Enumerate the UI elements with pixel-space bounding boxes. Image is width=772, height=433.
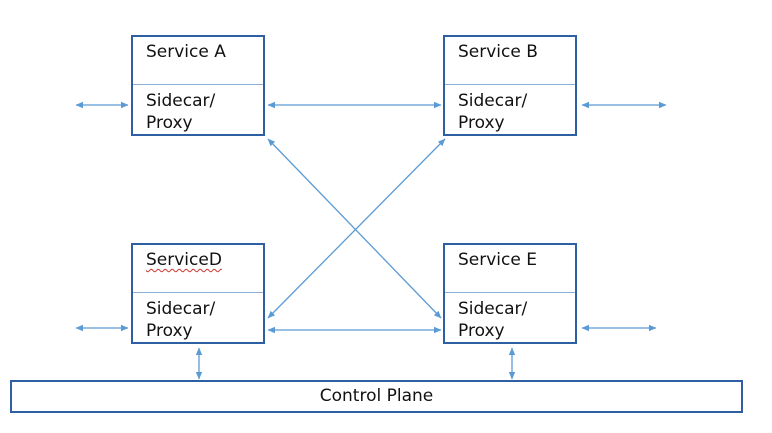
service-e-proxy-line1: Sidecar/: [458, 299, 528, 319]
service-d-proxy-line2: Proxy: [146, 321, 193, 341]
service-a-proxy-line1: Sidecar/: [146, 91, 216, 111]
service-a-proxy-line2: Proxy: [146, 113, 193, 133]
service-e-proxy-line2: Proxy: [458, 321, 505, 341]
service-a-sidecar-proxy: Sidecar/ Proxy: [133, 85, 263, 134]
service-d-box: ServiceD Sidecar/ Proxy: [131, 243, 265, 344]
control-plane-label: Control Plane: [319, 386, 434, 406]
service-e-label: Service E: [445, 245, 575, 293]
service-e-box: Service E Sidecar/ Proxy: [443, 243, 577, 344]
service-d-label: ServiceD: [133, 245, 263, 293]
service-b-proxy-line2: Proxy: [458, 113, 505, 133]
arrow-b-to-d: [267, 138, 446, 319]
control-plane-box: Control Plane: [10, 380, 743, 413]
service-b-label: Service B: [445, 37, 575, 85]
service-e-sidecar-proxy: Sidecar/ Proxy: [445, 293, 575, 342]
service-a-label: Service A: [133, 37, 263, 85]
service-b-box: Service B Sidecar/ Proxy: [443, 35, 577, 136]
service-b-proxy-line1: Sidecar/: [458, 91, 528, 111]
service-d-sidecar-proxy: Sidecar/ Proxy: [133, 293, 263, 342]
service-a-box: Service A Sidecar/ Proxy: [131, 35, 265, 136]
service-b-sidecar-proxy: Sidecar/ Proxy: [445, 85, 575, 134]
service-d-proxy-line1: Sidecar/: [146, 299, 216, 319]
